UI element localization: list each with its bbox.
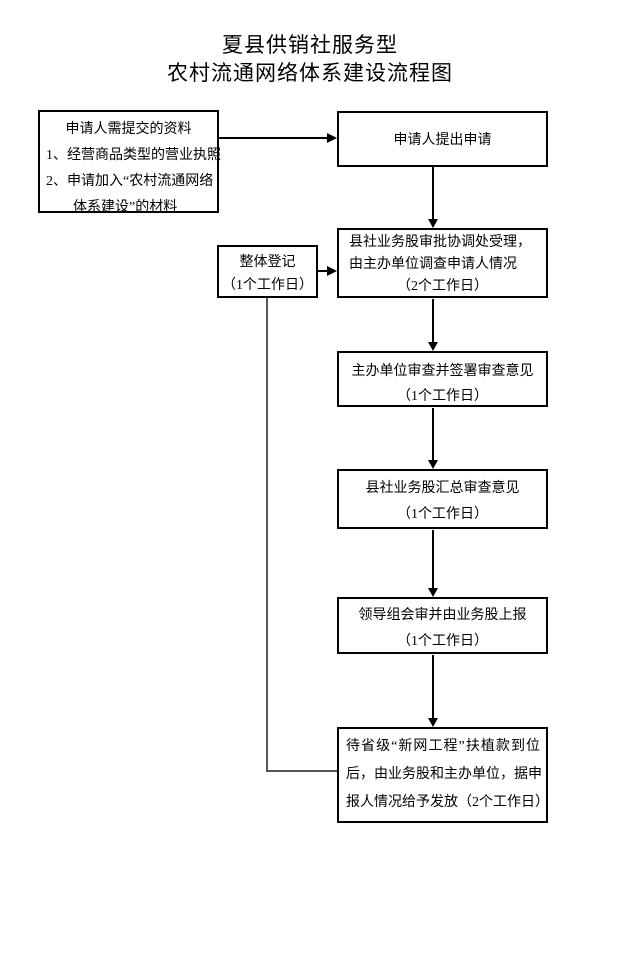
node-accept-line: 县社业务股审批协调处受理，	[349, 235, 531, 250]
page-title-line1: 夏县供销社服务型	[222, 33, 398, 57]
node-grant: 待省级“新网工程”扶植款到位 后，由业务股和主办单位，据申 报人情况给予发放（2…	[337, 727, 549, 823]
node-host-review: 主办单位审查并签署审查意见 （1个工作日）	[337, 351, 548, 407]
node-summarize-line: （1个工作日）	[397, 507, 488, 522]
connector-summarize-to-leader	[432, 530, 434, 588]
connector-register-to-grant-horizontal	[266, 770, 337, 772]
node-accept-line: （2个工作日）	[397, 279, 488, 294]
connector-register-to-grant-vertical	[266, 298, 268, 771]
node-leader-review: 领导组会审并由业务股上报 （1个工作日）	[337, 597, 548, 654]
node-materials: 申请人需提交的资料 1、经营商品类型的营业执照 2、申请加入“农村流通网络 体系…	[38, 110, 221, 215]
node-grant-line: 后，由业务股和主办单位，据申	[346, 767, 542, 782]
connector-apply-to-accept	[432, 167, 434, 220]
page-title: 夏县供销社服务型 农村流通网络体系建设流程图	[0, 31, 620, 87]
node-leader-review-line: （1个工作日）	[397, 634, 488, 649]
connector-leader-to-grant	[432, 655, 434, 718]
arrowhead-down-icon	[427, 460, 438, 469]
arrowhead-down-icon	[427, 718, 438, 727]
arrowhead-down-icon	[427, 219, 438, 228]
node-host-review-line: （1个工作日）	[397, 389, 488, 404]
node-grant-line: 报人情况给予发放（2个工作日）	[346, 795, 549, 810]
node-summarize: 县社业务股汇总审查意见 （1个工作日）	[337, 469, 548, 529]
node-materials-line: 2、申请加入“农村流通网络	[46, 174, 214, 189]
connector-host-to-summarize	[432, 408, 434, 460]
connector-materials-to-apply	[219, 137, 328, 139]
arrowhead-down-icon	[427, 588, 438, 597]
arrowhead-right-icon	[327, 132, 337, 143]
connector-accept-to-host	[432, 299, 434, 342]
node-register: 整体登记 （1个工作日）	[217, 245, 318, 298]
node-materials-line: 体系建设”的材料	[73, 200, 178, 215]
node-accept-line: 由主办单位调查申请人情况	[349, 257, 517, 272]
node-register-line: （1个工作日）	[222, 278, 313, 293]
page-title-line2: 农村流通网络体系建设流程图	[167, 61, 453, 85]
node-apply: 申请人提出申请	[337, 111, 548, 167]
node-grant-line: 待省级“新网工程”扶植款到位	[346, 739, 540, 754]
connector-register-to-accept	[318, 270, 329, 272]
arrowhead-down-icon	[427, 342, 438, 351]
node-accept: 县社业务股审批协调处受理， 由主办单位调查申请人情况 （2个工作日）	[337, 228, 548, 298]
node-summarize-line: 县社业务股汇总审查意见	[365, 481, 520, 496]
node-apply-label: 申请人提出申请	[393, 133, 492, 148]
node-materials-line: 申请人需提交的资料	[65, 122, 192, 137]
node-leader-review-line: 领导组会审并由业务股上报	[358, 608, 527, 623]
node-register-line: 整体登记	[239, 255, 296, 270]
node-materials-line: 1、经营商品类型的营业执照	[46, 148, 221, 163]
arrowhead-right-icon	[327, 265, 337, 276]
node-host-review-line: 主办单位审查并签署审查意见	[351, 364, 534, 379]
